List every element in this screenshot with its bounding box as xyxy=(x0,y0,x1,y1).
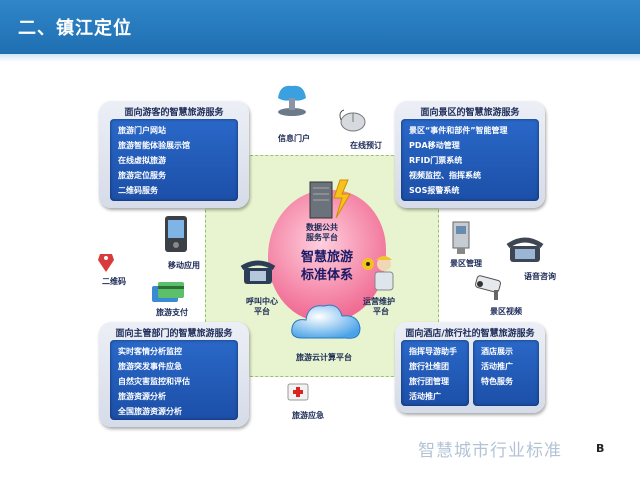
watermark: 智慧城市行业标准 xyxy=(418,441,562,461)
list-item: 视频监控、指挥系统 xyxy=(409,171,481,180)
panel-tourist-title: 面向游客的智慧旅游服务 xyxy=(124,108,224,118)
list-item: 二维码服务 xyxy=(118,186,158,195)
list-item: 实时客情分析监控 xyxy=(118,347,182,356)
qr-code-label: 二维码 xyxy=(102,277,126,286)
list-item: 在线虚拟旅游 xyxy=(118,156,166,165)
list-item: 酒店展示 xyxy=(481,347,513,356)
panel-government-title: 面向主管部门的智慧旅游服务 xyxy=(115,329,233,339)
list-item: 自然灾害监控和评估 xyxy=(118,377,190,386)
page-number: B xyxy=(596,442,605,455)
credit-card-icon xyxy=(152,282,184,302)
core-title-line1: 智慧旅游 xyxy=(300,250,353,265)
voice-consult-label: 语音咨询 xyxy=(524,272,556,281)
panel-government-list: 实时客情分析监控 旅游突发事件应急 自然灾害监控和评估 旅游资源分析 全国旅游资… xyxy=(110,340,238,420)
panel-scenic-title: 面向景区的智慧旅游服务 xyxy=(420,108,520,118)
scenic-management-label: 景区管理 xyxy=(450,259,482,268)
header-bar: 二、镇江定位 xyxy=(0,0,640,54)
server-icon xyxy=(309,179,351,219)
ops-platform-label-2: 平台 xyxy=(373,307,389,316)
list-item: 旅游定位服务 xyxy=(118,171,166,180)
panel-hotel: 面向酒店/旅行社的智慧旅游服务 指挥导游助手 旅行社维团 旅行团管理 活动推广 … xyxy=(395,322,545,413)
telephone-icon xyxy=(240,260,276,284)
list-item: PDA移动管理 xyxy=(409,141,460,150)
scenic-video-label: 景区视频 xyxy=(490,307,522,316)
mouse-icon xyxy=(339,109,366,132)
cloud-platform-label: 旅游云计算平台 xyxy=(296,353,352,362)
panel-scenic: 面向景区的智慧旅游服务 景区“事件和部件”智能管理 PDA移动管理 RFID门票… xyxy=(395,101,545,208)
list-item: RFID门票系统 xyxy=(409,156,463,165)
panel-scenic-list: 景区“事件和部件”智能管理 PDA移动管理 RFID门票系统 视频监控、指挥系统… xyxy=(401,119,539,201)
list-item: 景区“事件和部件”智能管理 xyxy=(409,126,508,135)
list-item: SOS报警系统 xyxy=(409,186,460,195)
panel-tourist: 面向游客的智慧旅游服务 旅游门户网站 旅游智能体验展示馆 在线虚拟旅游 旅游定位… xyxy=(99,101,249,208)
list-item: 特色服务 xyxy=(481,377,513,386)
call-center-label-1: 呼叫中心 xyxy=(246,297,278,306)
desk-phone-icon xyxy=(506,237,544,262)
list-item: 旅游智能体验展示馆 xyxy=(118,141,190,150)
tag-icon xyxy=(98,254,114,272)
list-item: 旅游资源分析 xyxy=(118,392,166,401)
cloud-icon xyxy=(291,304,361,339)
first-aid-icon xyxy=(287,383,309,401)
pda-icon xyxy=(165,216,187,252)
list-item: 指挥导游助手 xyxy=(409,347,457,356)
ops-platform-label-1: 运营维护 xyxy=(363,297,395,306)
info-portal-icon xyxy=(278,85,306,116)
list-item: 全国旅游资源分析 xyxy=(118,407,182,416)
data-platform-label-2: 服务平台 xyxy=(306,233,338,242)
list-item: 旅游突发事件应急 xyxy=(118,362,182,371)
call-center-label-2: 平台 xyxy=(254,307,270,316)
tourism-payment-label: 旅游支付 xyxy=(156,308,188,317)
security-camera-icon xyxy=(475,275,501,300)
scenic-device-icon xyxy=(452,221,470,254)
panel-tourist-list: 旅游门户网站 旅游智能体验展示馆 在线虚拟旅游 旅游定位服务 二维码服务 xyxy=(110,119,238,201)
list-item: 旅行社维团 xyxy=(409,362,449,371)
page-title: 二、镇江定位 xyxy=(18,18,132,39)
panel-hotel-right-list: 酒店展示 活动推广 特色服务 xyxy=(473,340,539,406)
maintenance-worker-icon xyxy=(362,256,394,291)
list-item: 活动推广 xyxy=(481,362,513,371)
panel-hotel-title: 面向酒店/旅行社的智慧旅游服务 xyxy=(405,329,535,339)
tourism-emergency-label: 旅游应急 xyxy=(292,411,324,420)
online-booking-label: 在线预订 xyxy=(350,141,382,150)
panel-hotel-left-list: 指挥导游助手 旅行社维团 旅行团管理 活动推广 xyxy=(401,340,469,406)
info-portal-label: 信息门户 xyxy=(278,134,310,143)
panel-government: 面向主管部门的智慧旅游服务 实时客情分析监控 旅游突发事件应急 自然灾害监控和评… xyxy=(99,322,249,427)
core-title-line2: 标准体系 xyxy=(300,268,353,283)
list-item: 活动推广 xyxy=(409,392,441,401)
mobile-app-label: 移动应用 xyxy=(168,261,200,270)
list-item: 旅游门户网站 xyxy=(118,126,166,135)
data-platform-label-1: 数据公共 xyxy=(306,223,338,232)
list-item: 旅行团管理 xyxy=(409,377,449,386)
header-shadow xyxy=(0,54,640,62)
